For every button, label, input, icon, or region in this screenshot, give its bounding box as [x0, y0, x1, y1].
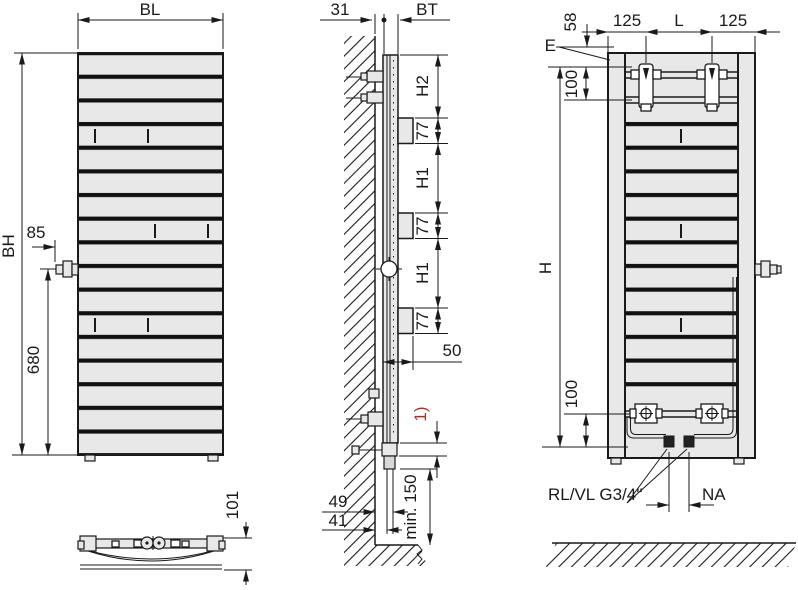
radiator-foot: [207, 454, 219, 462]
radiator-foot: [84, 454, 96, 462]
dim-label-bl: BL: [140, 0, 161, 19]
radiator-foot: [733, 457, 745, 465]
dim-label-41: 41: [329, 511, 348, 530]
radiator-foot: [610, 457, 622, 465]
dim-label-h1: H1: [413, 262, 432, 284]
dim-label-na: NA: [702, 485, 726, 504]
dim-label-101: 101: [223, 491, 242, 519]
dim-label-min150: min. 150: [401, 474, 420, 539]
dim-label-680: 680: [24, 346, 43, 374]
anchor-screw: [368, 388, 380, 399]
connection-label: RL/VL G3/4'': [548, 485, 643, 504]
towel-rail-section: [397, 307, 414, 335]
footnote-label: 1): [411, 406, 430, 421]
towel-rail-section: [397, 212, 414, 240]
profile-view: 101: [77, 491, 252, 585]
floor-break: [416, 544, 423, 565]
radiator-front-body: [77, 52, 224, 462]
dim-label-l: L: [674, 11, 683, 30]
towel-rail-section: [397, 117, 414, 145]
dim-label-58: 58: [561, 13, 580, 32]
dim-label-125: 125: [613, 11, 641, 30]
dim-label-h2: H2: [413, 75, 432, 97]
floor-hatch-rear: [546, 543, 796, 567]
fixing-label-e: E: [545, 36, 556, 55]
mounting-bracket-top-right: [696, 63, 728, 112]
dim-label-85: 85: [27, 223, 46, 242]
radiator-top-profile: [77, 535, 226, 570]
wall-bracket-top: [346, 70, 384, 104]
mounting-bracket-bottom-left: [629, 403, 663, 424]
side-valve-rear: [754, 260, 782, 278]
leader-line: [626, 448, 688, 504]
rear-view: 125 L 125 E 58 100 H 100 RL/VL G3/4'' N: [536, 11, 796, 567]
radiator-side-panel: [382, 54, 414, 444]
body-slats: [78, 53, 223, 455]
dim-label-bt: BT: [416, 0, 438, 19]
wall-hatch: [344, 36, 375, 545]
floor-hatch: [344, 545, 427, 566]
leader-line: [626, 448, 668, 504]
dim-label-bh: BH: [0, 234, 18, 258]
connection-nozzle: [663, 435, 675, 448]
mounting-bracket-bottom-right: [695, 403, 729, 424]
dim-label-100: 100: [562, 380, 581, 408]
valve-axis-marker: [376, 257, 402, 281]
front-view: BL BH 680 85: [0, 0, 224, 462]
dim-label-77: 77: [413, 122, 432, 141]
leader-line-e: [558, 46, 611, 61]
dim-label-50: 50: [443, 341, 462, 360]
height-chain-dimensions: H2 77 H1 77 H1 77: [400, 54, 448, 334]
dim-label-h1: H1: [413, 167, 432, 189]
dim-label-77: 77: [413, 312, 432, 331]
rear-slats: [625, 104, 738, 405]
dim-label-31: 31: [331, 0, 350, 19]
dim-label-49: 49: [329, 492, 348, 511]
connection-pipes: [626, 277, 737, 448]
dim-label-100: 100: [562, 70, 581, 98]
connection-nozzle: [683, 435, 695, 448]
dim-label-h: H: [536, 262, 555, 274]
side-valve-front: [40, 260, 79, 278]
dim-label-125: 125: [719, 11, 747, 30]
mounting-bracket-top-left: [630, 63, 662, 112]
bottom-connection-fitting: [351, 442, 398, 534]
side-view: 31 BT: [320, 0, 462, 566]
top-dimension-chain: 125 L 125: [582, 11, 780, 63]
dim-label-77: 77: [413, 217, 432, 236]
radiator-rear-body: [607, 52, 756, 465]
wall-bracket-bottom: [346, 388, 384, 427]
body-outline: [77, 52, 224, 456]
